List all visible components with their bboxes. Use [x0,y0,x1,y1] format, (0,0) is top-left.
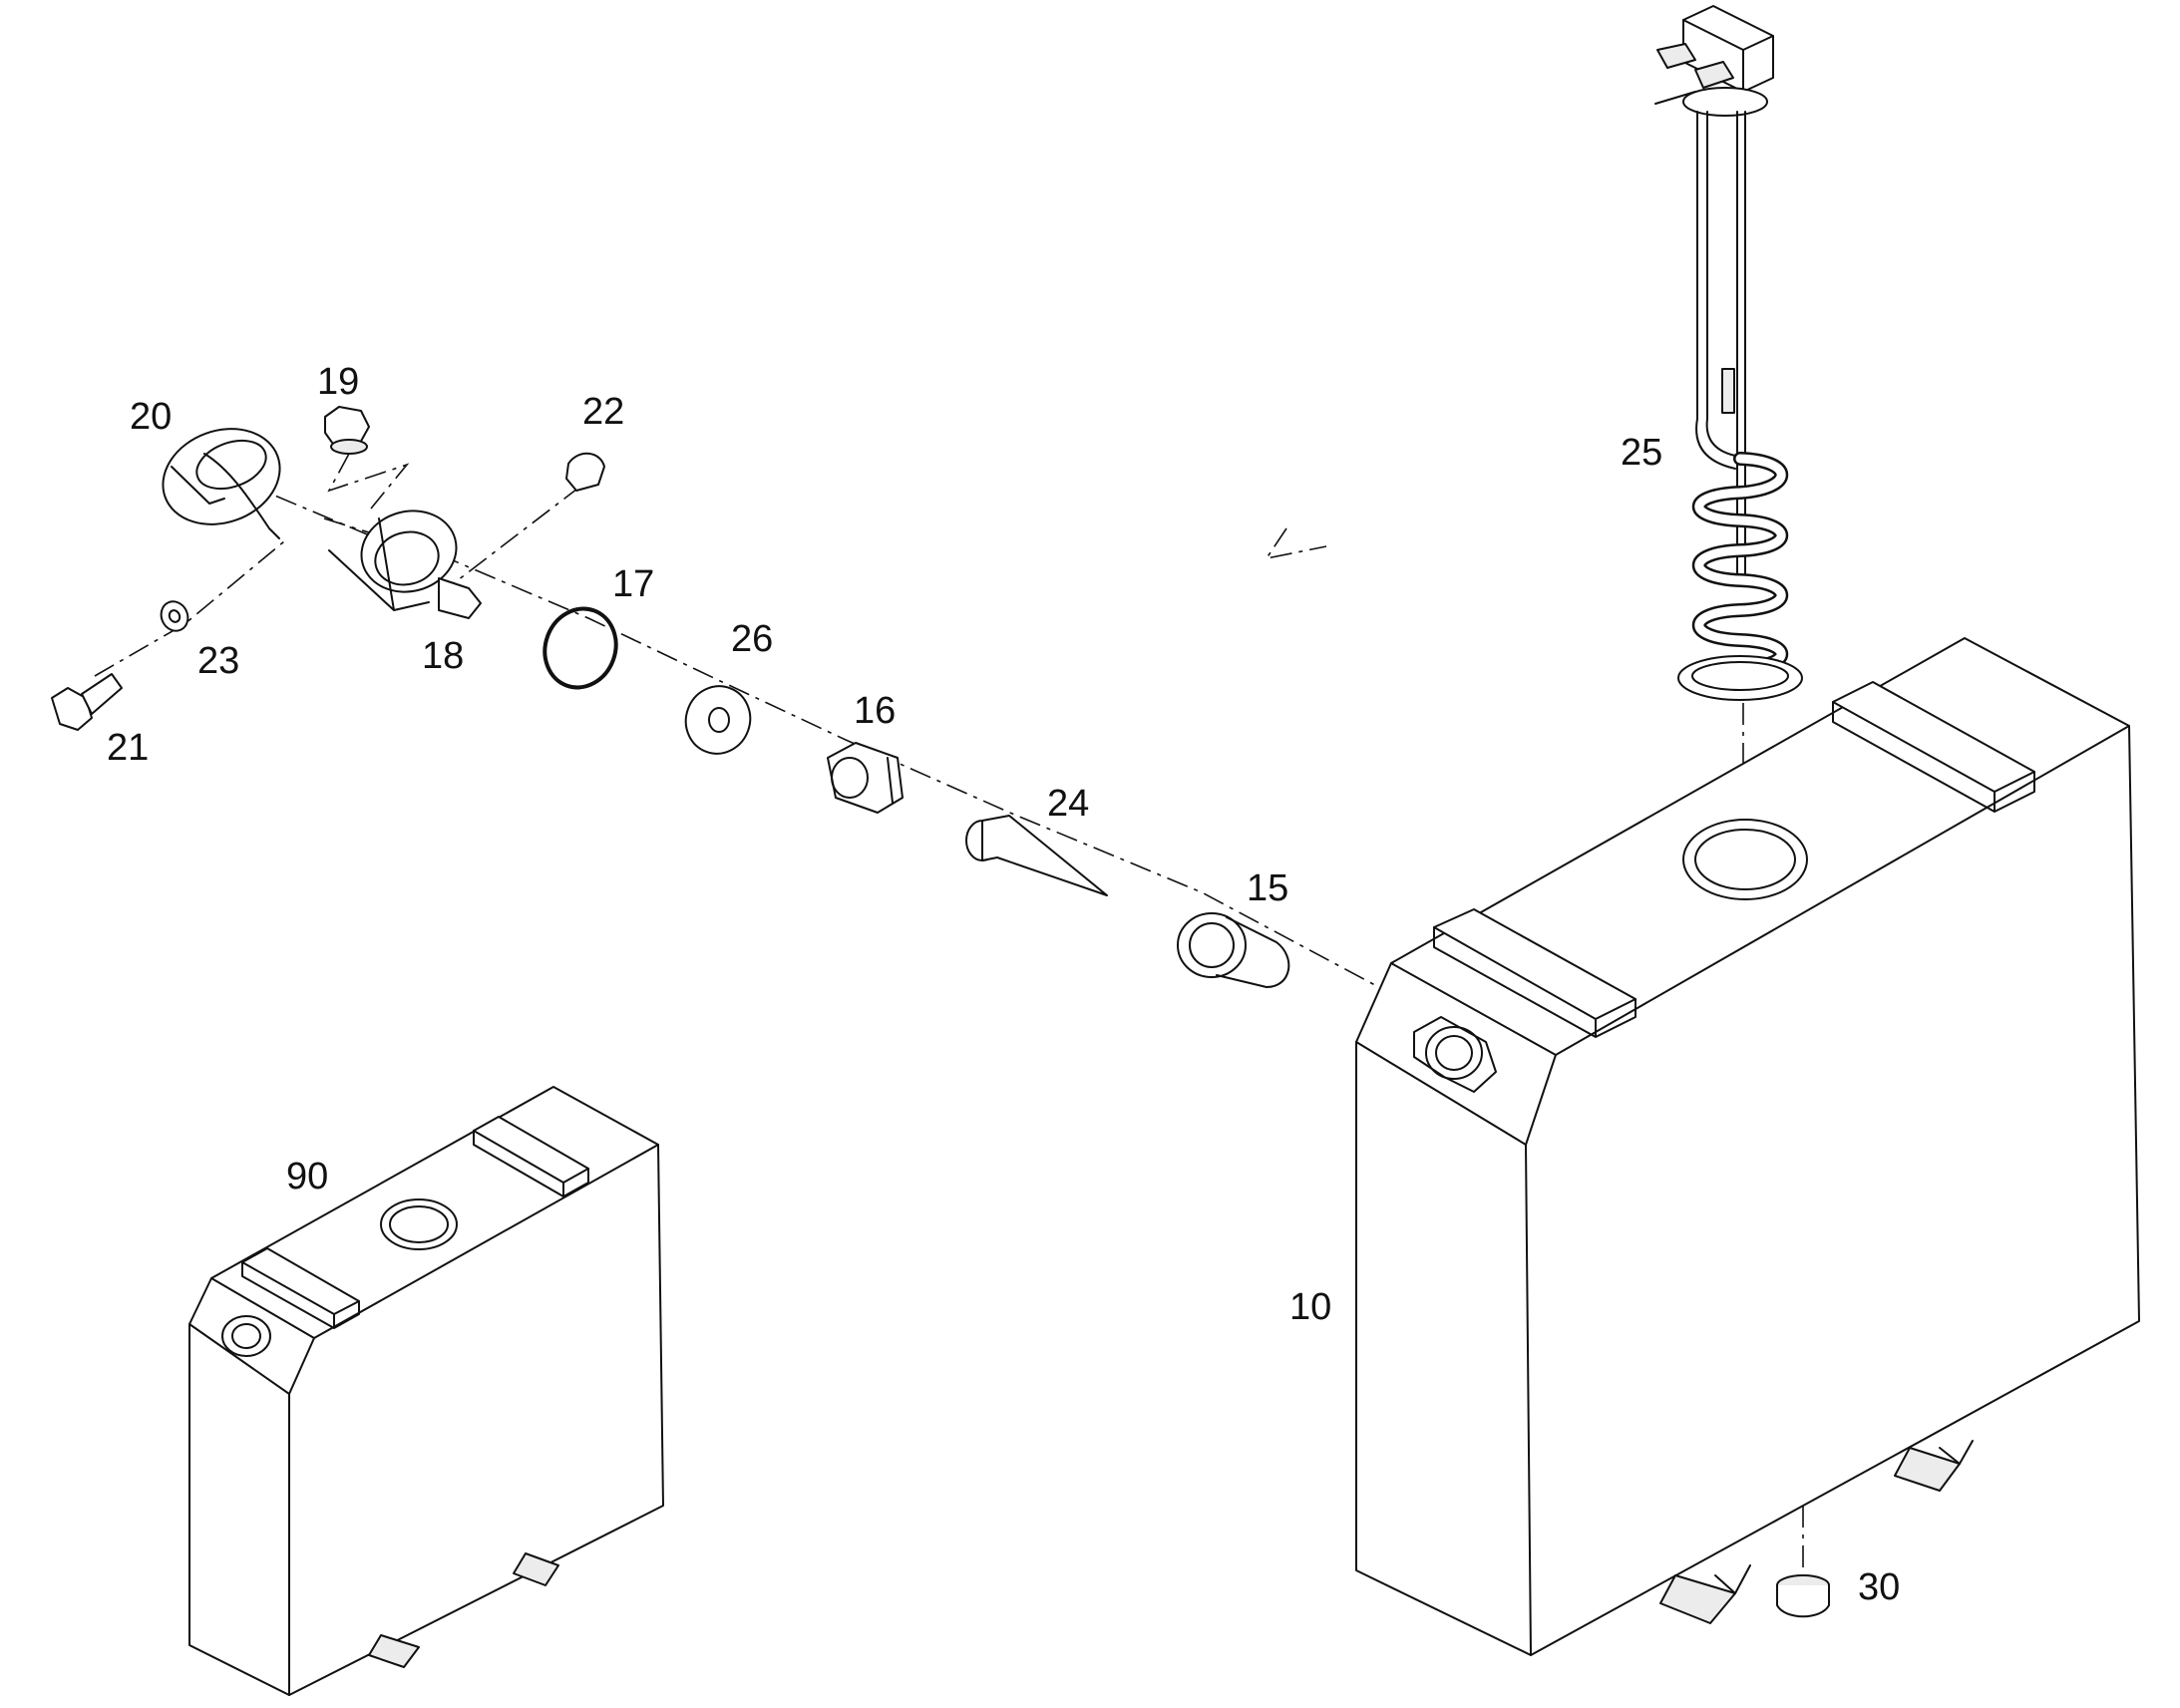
alt-tank-strap-rear-side [473,1130,589,1197]
sender-connector-mid [1694,61,1734,89]
sender-tube-bend [1695,418,1741,470]
bolt-21-head [51,687,93,731]
tank-strap-rear-side [1832,701,2035,813]
alt-tank-chamfer-edge [188,1323,290,1395]
alternate-tank [188,1086,664,1696]
callout-23: 23 [197,640,239,682]
alt-tank-filler-port-inner [231,1323,261,1349]
tank-chamfer-edge [1355,1041,1527,1146]
axis-cap-22 [453,485,582,584]
callout-18: 18 [422,635,464,677]
callout-labels: 10 15 16 17 18 19 20 21 22 23 24 25 26 3… [107,361,1900,1608]
callout-15: 15 [1247,867,1288,909]
alt-tank-foot-front [368,1634,420,1668]
tank-foot-edges [1714,1440,1974,1594]
callout-30: 30 [1858,1566,1900,1608]
collar-15-front [1177,912,1247,978]
filler-parts [51,406,1830,1618]
callout-26: 26 [731,618,773,660]
sender-float [1721,368,1735,414]
callout-24: 24 [1047,783,1089,825]
fuel-cap-cable [203,453,280,539]
callout-21: 21 [107,727,149,769]
gasket-26 [684,685,752,755]
filler-insert-16 [827,742,904,814]
tank-sender-opening [1682,819,1808,900]
tank-sender-opening-inner [1694,829,1796,890]
callout-22: 22 [582,391,624,433]
fuel-sender-unit [1654,5,1803,701]
sender-coil [1694,454,1786,673]
callout-90: 90 [286,1156,328,1197]
drain-plug-30-body [1776,1585,1830,1618]
sender-base-flange-inner [1691,661,1789,691]
alt-tank-body [188,1086,664,1696]
bolt-19-washer [330,439,368,455]
bolt-19 [324,406,370,448]
strainer-24-body [981,815,1108,896]
callout-10: 10 [1289,1286,1331,1328]
callout-20: 20 [130,396,172,438]
tank-filler-flange [1413,1016,1497,1093]
tank-body [1355,637,2140,1656]
filler-insert-16-rib [887,757,894,804]
gasket-26-hole [708,707,730,733]
alt-tank-foot-rear [513,1552,559,1586]
alt-tank-strap-front-side [241,1261,360,1329]
axis-filler-chain [323,517,1417,1008]
axis-bolt-washer [94,540,285,677]
filler-insert-16-face [831,757,869,799]
sender-connector-left [1656,43,1696,69]
bolt-21-shank [81,673,123,715]
washer-23-hole [168,609,182,623]
filler-neck-bracket [438,577,482,619]
alt-tank-filler-port [221,1315,271,1357]
tank-filler-port [1425,1026,1483,1080]
sender-base-flange [1677,655,1803,701]
sender-head-edges [1682,19,1774,93]
axis-bolt-19 [327,453,410,510]
collar-15-body [1216,916,1290,988]
filler-neck-ref-lines [328,517,430,611]
callout-17: 17 [612,563,654,605]
callout-16: 16 [854,690,896,732]
filler-neck-inner [374,530,440,586]
cap-nut-22 [565,452,605,492]
callout-19: 19 [317,361,359,403]
tank-filler-port-inner [1435,1035,1473,1071]
washer-23 [160,600,189,632]
callout-25: 25 [1621,432,1662,474]
alt-tank-sender-opening-inner [389,1205,449,1243]
main-tank [1355,637,2140,1656]
tank-foot-rear [1894,1447,1961,1492]
tank-strap-front-side [1433,926,1636,1038]
o-ring-17 [543,606,618,690]
collar-15-inner [1189,922,1235,968]
sender-flange-top [1682,87,1768,117]
fuel-cap-tab [171,466,225,505]
axis-cable-20 [1265,527,1327,560]
